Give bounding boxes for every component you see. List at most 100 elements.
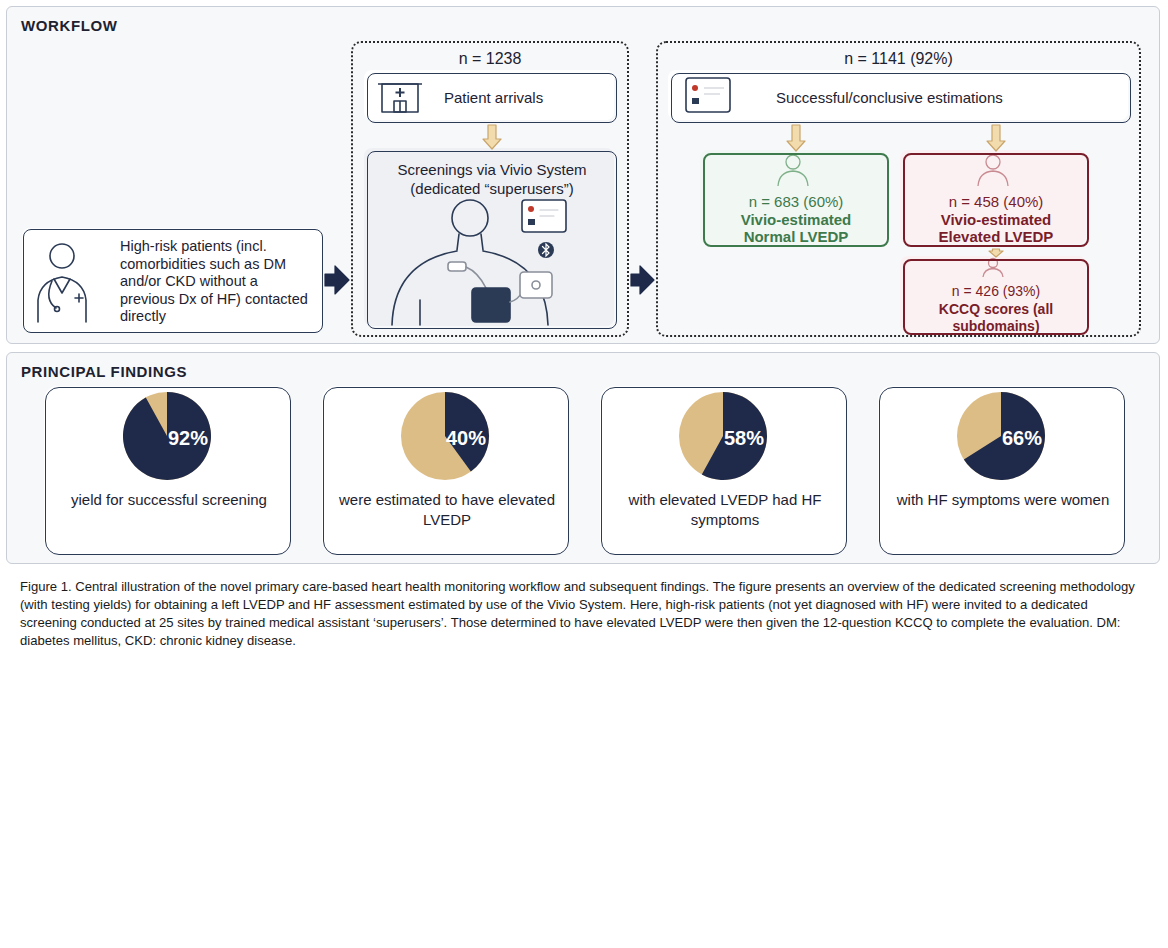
background-fills	[6, 352, 1160, 564]
doctor-icon	[75, 294, 83, 302]
patient-illustration	[540, 210, 558, 216]
doctor-icon	[54, 279, 70, 293]
tablet-icon	[704, 88, 724, 94]
section-panel: WORKFLOW High-risk patients (incl. comorb…	[6, 6, 1160, 344]
person-icon	[786, 155, 800, 169]
background-fills	[900, 150, 1086, 244]
patient-illustration	[528, 219, 535, 225]
box-text: Successful/conclusive estimations	[776, 74, 1116, 121]
flow-arrow	[483, 125, 501, 149]
process-box: Screenings via Vivio System (dedicated “…	[367, 151, 617, 329]
patient-illustration	[522, 200, 566, 232]
dotted-group: n = 1141 (92%) Successful/conclusive esti…	[656, 41, 1141, 337]
finding-text: yield for successful screening	[60, 490, 278, 510]
flow-arrow	[325, 266, 349, 294]
background-fills	[44, 386, 290, 554]
percent-value: 66%	[1002, 426, 1058, 450]
background-fills	[364, 148, 614, 326]
background-fills	[878, 386, 1124, 554]
count-label: n = 1238	[353, 49, 627, 69]
count-label: n = 683 (60%)	[709, 193, 883, 211]
doctor-icon	[49, 281, 56, 308]
section-panel: PRINCIPAL FINDINGS 92% yield for successfu…	[6, 352, 1160, 564]
tablet-icon	[686, 78, 730, 112]
patient-illustration	[457, 234, 483, 250]
background-fills	[700, 150, 886, 244]
box-text: High-risk patients (incl. comorbidities …	[120, 238, 316, 326]
tablet-icon	[692, 98, 699, 104]
patient-illustration	[532, 281, 540, 289]
flow-arrow	[989, 249, 1003, 257]
hospital-icon	[382, 84, 418, 112]
count-label: n = 458 (40%)	[909, 193, 1083, 211]
patient-illustration	[466, 267, 486, 288]
finding-text: were estimated to have elevated LVEDP	[338, 490, 556, 530]
flow-arrow	[987, 125, 1005, 151]
patient-illustration	[448, 262, 466, 271]
result-label: Vivio-estimated Elevated LVEDP	[921, 211, 1071, 245]
background-fills	[6, 6, 1160, 564]
doctor-icon	[38, 244, 86, 322]
patient-illustration	[419, 300, 421, 325]
patient-illustration	[528, 206, 534, 212]
flow-arrow	[787, 125, 805, 151]
patient-illustration	[392, 200, 566, 325]
result-label: Vivio-estimated Normal LVEDP	[721, 211, 871, 245]
person-icon	[778, 171, 808, 186]
background-fills	[322, 386, 568, 554]
patient-illustration	[452, 200, 488, 236]
patient-illustration	[538, 242, 554, 258]
figure-caption: Figure 1. Central illustration of the no…	[20, 578, 1148, 650]
flow-arrow	[987, 125, 1005, 151]
doctor-icon	[38, 277, 86, 322]
person-icon	[986, 155, 1000, 169]
patient-illustration	[472, 288, 510, 322]
finding-card: 92% yield for successful screening	[45, 387, 291, 555]
percent-value: 40%	[446, 426, 502, 450]
background-fills	[364, 70, 614, 120]
result-box: n = 683 (60%)Vivio-estimated Normal LVED…	[703, 153, 889, 247]
finding-card: 58% with elevated LVEDP had HF symptoms	[601, 387, 847, 555]
result-label: KCCQ scores (all subdomains)	[921, 301, 1071, 335]
process-box: Patient arrivals	[367, 73, 617, 123]
box-text: Screenings via Vivio System (dedicated “…	[378, 160, 606, 198]
doctor-icon	[55, 307, 60, 312]
tablet-icon	[692, 85, 698, 91]
flow-arrow	[325, 266, 349, 294]
process-box: High-risk patients (incl. comorbidities …	[23, 229, 323, 333]
background-fills	[600, 386, 846, 554]
finding-card: 66% with HF symptoms were women	[879, 387, 1125, 555]
result-box: n = 426 (93%)KCCQ scores (all subdomains…	[903, 259, 1089, 335]
finding-text: with elevated LVEDP had HF symptoms	[616, 490, 834, 530]
count-label: n = 1141 (92%)	[658, 49, 1139, 69]
percent-value: 58%	[724, 426, 780, 450]
background-fills	[6, 6, 1160, 344]
box-text: Patient arrivals	[444, 74, 612, 121]
finding-card: 40% were estimated to have elevated LVEDP	[323, 387, 569, 555]
section-title: PRINCIPAL FINDINGS	[21, 363, 421, 381]
person-icon	[983, 269, 1003, 278]
percent-value: 92%	[168, 426, 224, 450]
flow-arrow	[631, 266, 654, 294]
background-fills	[668, 70, 1128, 120]
background-fills	[22, 228, 322, 332]
pie-chart	[123, 392, 1045, 480]
flow-arrow	[989, 249, 1003, 257]
flow-arrow	[483, 125, 501, 149]
result-box: n = 458 (40%)Vivio-estimated Elevated LV…	[903, 153, 1089, 247]
count-label: n = 426 (93%)	[909, 283, 1083, 300]
flow-arrow	[631, 266, 654, 294]
process-box: Successful/conclusive estimations	[671, 73, 1131, 123]
tablet-icon	[686, 78, 730, 112]
doctor-icon	[50, 244, 74, 268]
dotted-group: n = 1238Patient arrivalsScreenings via V…	[351, 41, 629, 337]
hospital-icon	[396, 88, 405, 97]
finding-text: with HF symptoms were women	[894, 490, 1112, 510]
patient-illustration	[520, 272, 552, 298]
section-title: WORKFLOW	[21, 17, 421, 35]
hospital-icon	[378, 84, 422, 112]
flow-arrow	[787, 125, 805, 151]
patient-illustration	[543, 244, 550, 256]
